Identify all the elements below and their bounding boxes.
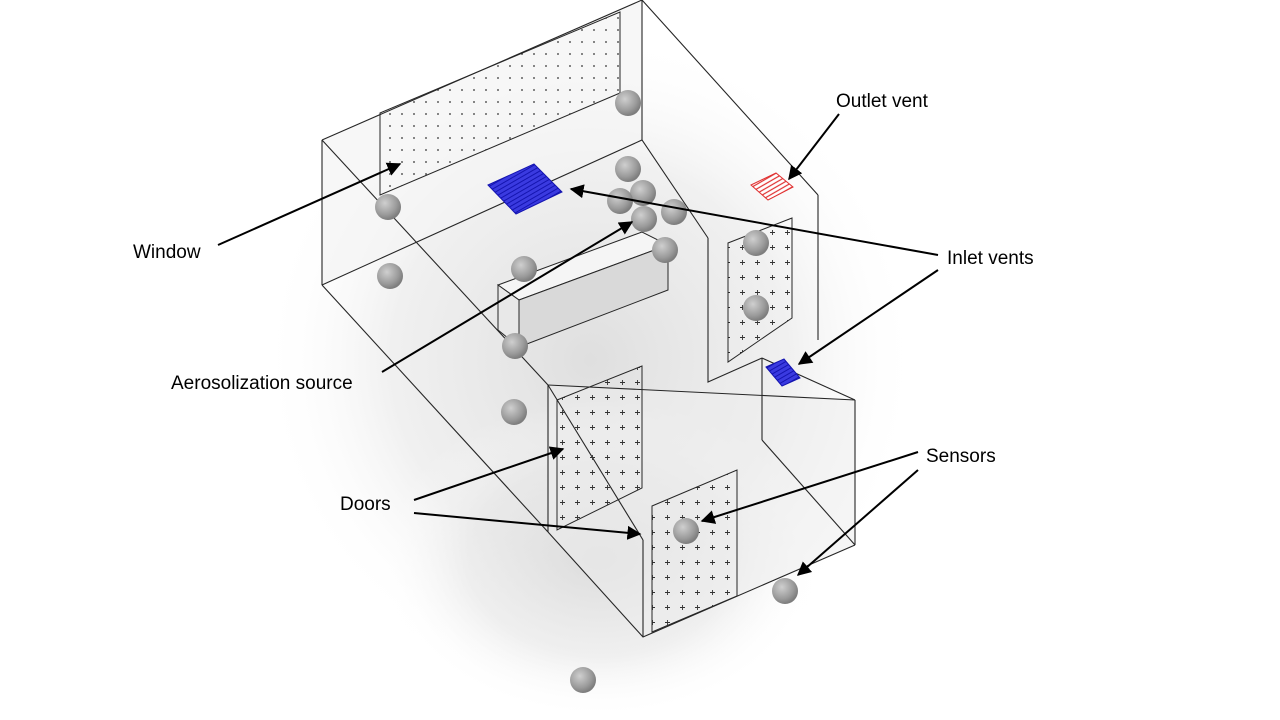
sensor (652, 237, 678, 263)
arrow-window (217, 162, 402, 246)
label-window: Window (133, 242, 201, 263)
inlet-vent-upper (487, 163, 563, 215)
sensor (743, 230, 769, 256)
door-right (727, 217, 793, 363)
sensor (615, 90, 641, 116)
door-left (556, 365, 643, 531)
label-sensors: Sensors (926, 446, 996, 467)
inlet-vent-lower (765, 358, 801, 387)
sensor (570, 667, 596, 693)
sensor (375, 194, 401, 220)
arrow-sensor-2 (796, 469, 919, 576)
annotation-arrows (217, 113, 939, 576)
sensor (772, 578, 798, 604)
sensor (630, 180, 656, 206)
label-aerosolization-source: Aerosolization source (171, 373, 353, 394)
sensor (607, 188, 633, 214)
sensor (511, 256, 537, 282)
sensor (673, 518, 699, 544)
arrow-outlet-vent (788, 113, 840, 181)
arrow-inlet-vent-lower (797, 269, 939, 365)
sensor (615, 156, 641, 182)
outlet-vent (750, 172, 794, 201)
sensor (501, 399, 527, 425)
label-inlet-vents: Inlet vents (947, 248, 1034, 269)
sensor (502, 333, 528, 359)
arrow-door-left (413, 446, 565, 501)
label-doors: Doors (340, 494, 391, 515)
label-outlet-vent: Outlet vent (836, 91, 929, 112)
arrow-sensor-1 (700, 451, 919, 524)
sensor (743, 295, 769, 321)
arrow-door-front (413, 512, 642, 540)
sensor (377, 263, 403, 289)
sensors (375, 90, 798, 693)
arrow-inlet-vent-upper (569, 184, 939, 256)
sensor (661, 199, 687, 225)
arrow-aerosolization-source (381, 221, 634, 373)
sensor (631, 206, 657, 232)
